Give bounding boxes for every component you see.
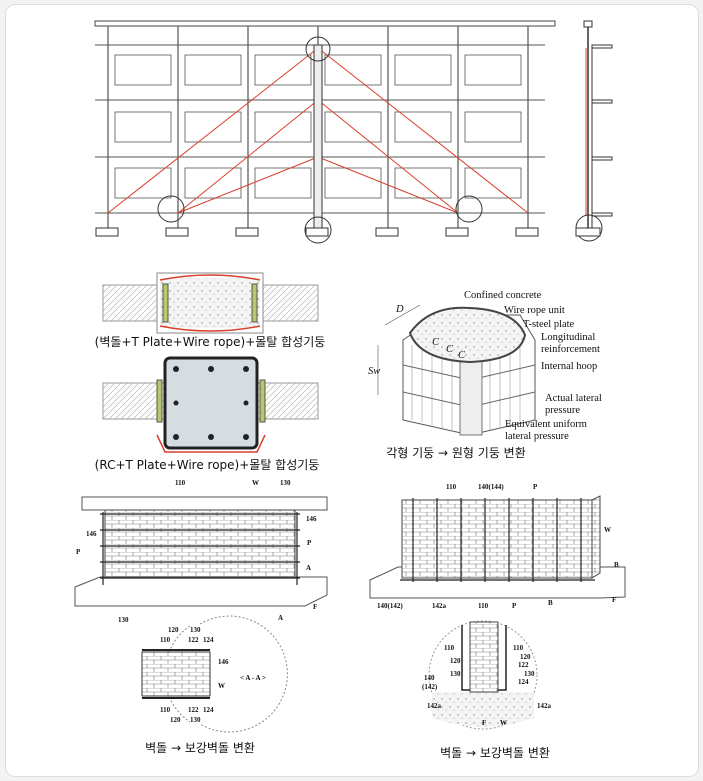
wire-rope-bracing: [107, 47, 529, 214]
detail-124: 124: [203, 636, 214, 644]
label-lateral-pressure: lateral pressure: [505, 431, 569, 442]
label-wire-rope-unit: Wire rope unit: [504, 305, 565, 316]
label-146: 146: [86, 530, 97, 538]
label-b: B: [548, 599, 553, 607]
brick-column-caption: (벽돌+T Plate+Wire rope)+몰탈 합성기둥: [95, 335, 326, 349]
columns: [107, 26, 529, 230]
left-wall-caption: 벽돌 → 보강벽돌 변환: [145, 741, 255, 755]
detail-142a: 142a: [427, 702, 442, 710]
detail-110: 110: [444, 644, 455, 652]
detail-110: 110: [513, 644, 524, 652]
label-142a: 142a: [432, 602, 447, 610]
detail-w: W: [500, 719, 507, 727]
label-146: 146: [306, 515, 317, 523]
detail-120: 120: [520, 653, 531, 661]
label-p: P: [512, 602, 517, 610]
detail-130: 130: [450, 670, 461, 678]
label-f: F: [612, 596, 616, 604]
label-w: W: [604, 526, 611, 534]
confinement-caption: 각형 기둥 → 원형 기둥 변환: [386, 446, 526, 460]
label-f: F: [313, 603, 317, 611]
label-equivalent-uniform: Equivalent uniform: [505, 419, 587, 430]
label-actual-lateral: Actual lateral: [545, 393, 602, 404]
label-130: 130: [280, 479, 291, 487]
detail-110: 110: [160, 636, 171, 644]
detail-130: 130: [524, 670, 535, 678]
dim-d: D: [395, 304, 404, 315]
detail-142a: 142a: [537, 702, 552, 710]
label-longitudinal: Longitudinal: [541, 332, 595, 343]
label-p: P: [533, 483, 538, 491]
dim-sw: Sw: [368, 366, 380, 377]
label-w: W: [252, 479, 259, 487]
detail-120: 120: [450, 657, 461, 665]
left-wall-drawing: 110 W 130 146 146 P P A A F 130 120 130 …: [74, 479, 328, 755]
center-column: [313, 44, 323, 231]
label-b: B: [614, 561, 619, 569]
footings: [95, 227, 539, 237]
window-panels: [114, 54, 522, 199]
c-mark: C: [458, 350, 466, 361]
c-mark: C: [432, 337, 440, 348]
section-a-a: < A - A >: [240, 674, 266, 682]
detail-120: 120: [168, 626, 179, 634]
label-110: 110: [446, 483, 457, 491]
c-mark: C: [446, 344, 454, 355]
label-confined-concrete: Confined concrete: [464, 290, 542, 301]
detail-130: 130: [190, 716, 201, 724]
detail-110: 110: [160, 706, 171, 714]
label-110: 110: [478, 602, 489, 610]
detail-124: 124: [518, 678, 529, 686]
label-130: 130: [118, 616, 129, 624]
right-wall-drawing: 110 140(144) P W B B F 140(142) 142a 110…: [369, 483, 626, 760]
detail-w: W: [218, 682, 225, 690]
detail-142: (142): [422, 683, 438, 691]
side-elevation: [575, 20, 613, 242]
detail-122: 122: [188, 706, 199, 714]
top-rail: [94, 20, 556, 27]
detail-140: 140: [424, 674, 435, 682]
label-140-142: 140(142): [377, 602, 403, 610]
label-p: P: [76, 548, 81, 556]
label-140-144: 140(144): [478, 483, 504, 491]
rc-column-section: (RC+T Plate+Wire rope)+몰탈 합성기둥: [95, 356, 320, 472]
label-internal-hoop: Internal hoop: [541, 361, 597, 372]
rc-column-caption: (RC+T Plate+Wire rope)+몰탈 합성기둥: [95, 458, 320, 472]
label-pressure: pressure: [545, 405, 580, 416]
detail-122: 122: [518, 661, 529, 669]
confinement-diagram: D Sw C C C Confined concrete Wire rope u…: [368, 290, 602, 460]
brick-column-section: (벽돌+T Plate+Wire rope)+몰탈 합성기둥: [95, 272, 326, 349]
detail-f: F: [482, 719, 486, 727]
label-a: A: [278, 614, 283, 622]
label-t-steel-plate: T-steel plate: [523, 319, 575, 330]
detail-122: 122: [188, 636, 199, 644]
detail-circles: [157, 36, 483, 244]
detail-124: 124: [203, 706, 214, 714]
right-wall-caption: 벽돌 → 보강벽돌 변환: [440, 746, 550, 760]
label-110: 110: [175, 479, 186, 487]
detail-130: 130: [190, 626, 201, 634]
label-reinforcement: reinforcement: [541, 344, 600, 355]
label-p: P: [307, 539, 312, 547]
frame-elevation: [94, 20, 613, 244]
label-a: A: [306, 564, 311, 572]
detail-146: 146: [218, 658, 229, 666]
detail-120: 120: [170, 716, 181, 724]
